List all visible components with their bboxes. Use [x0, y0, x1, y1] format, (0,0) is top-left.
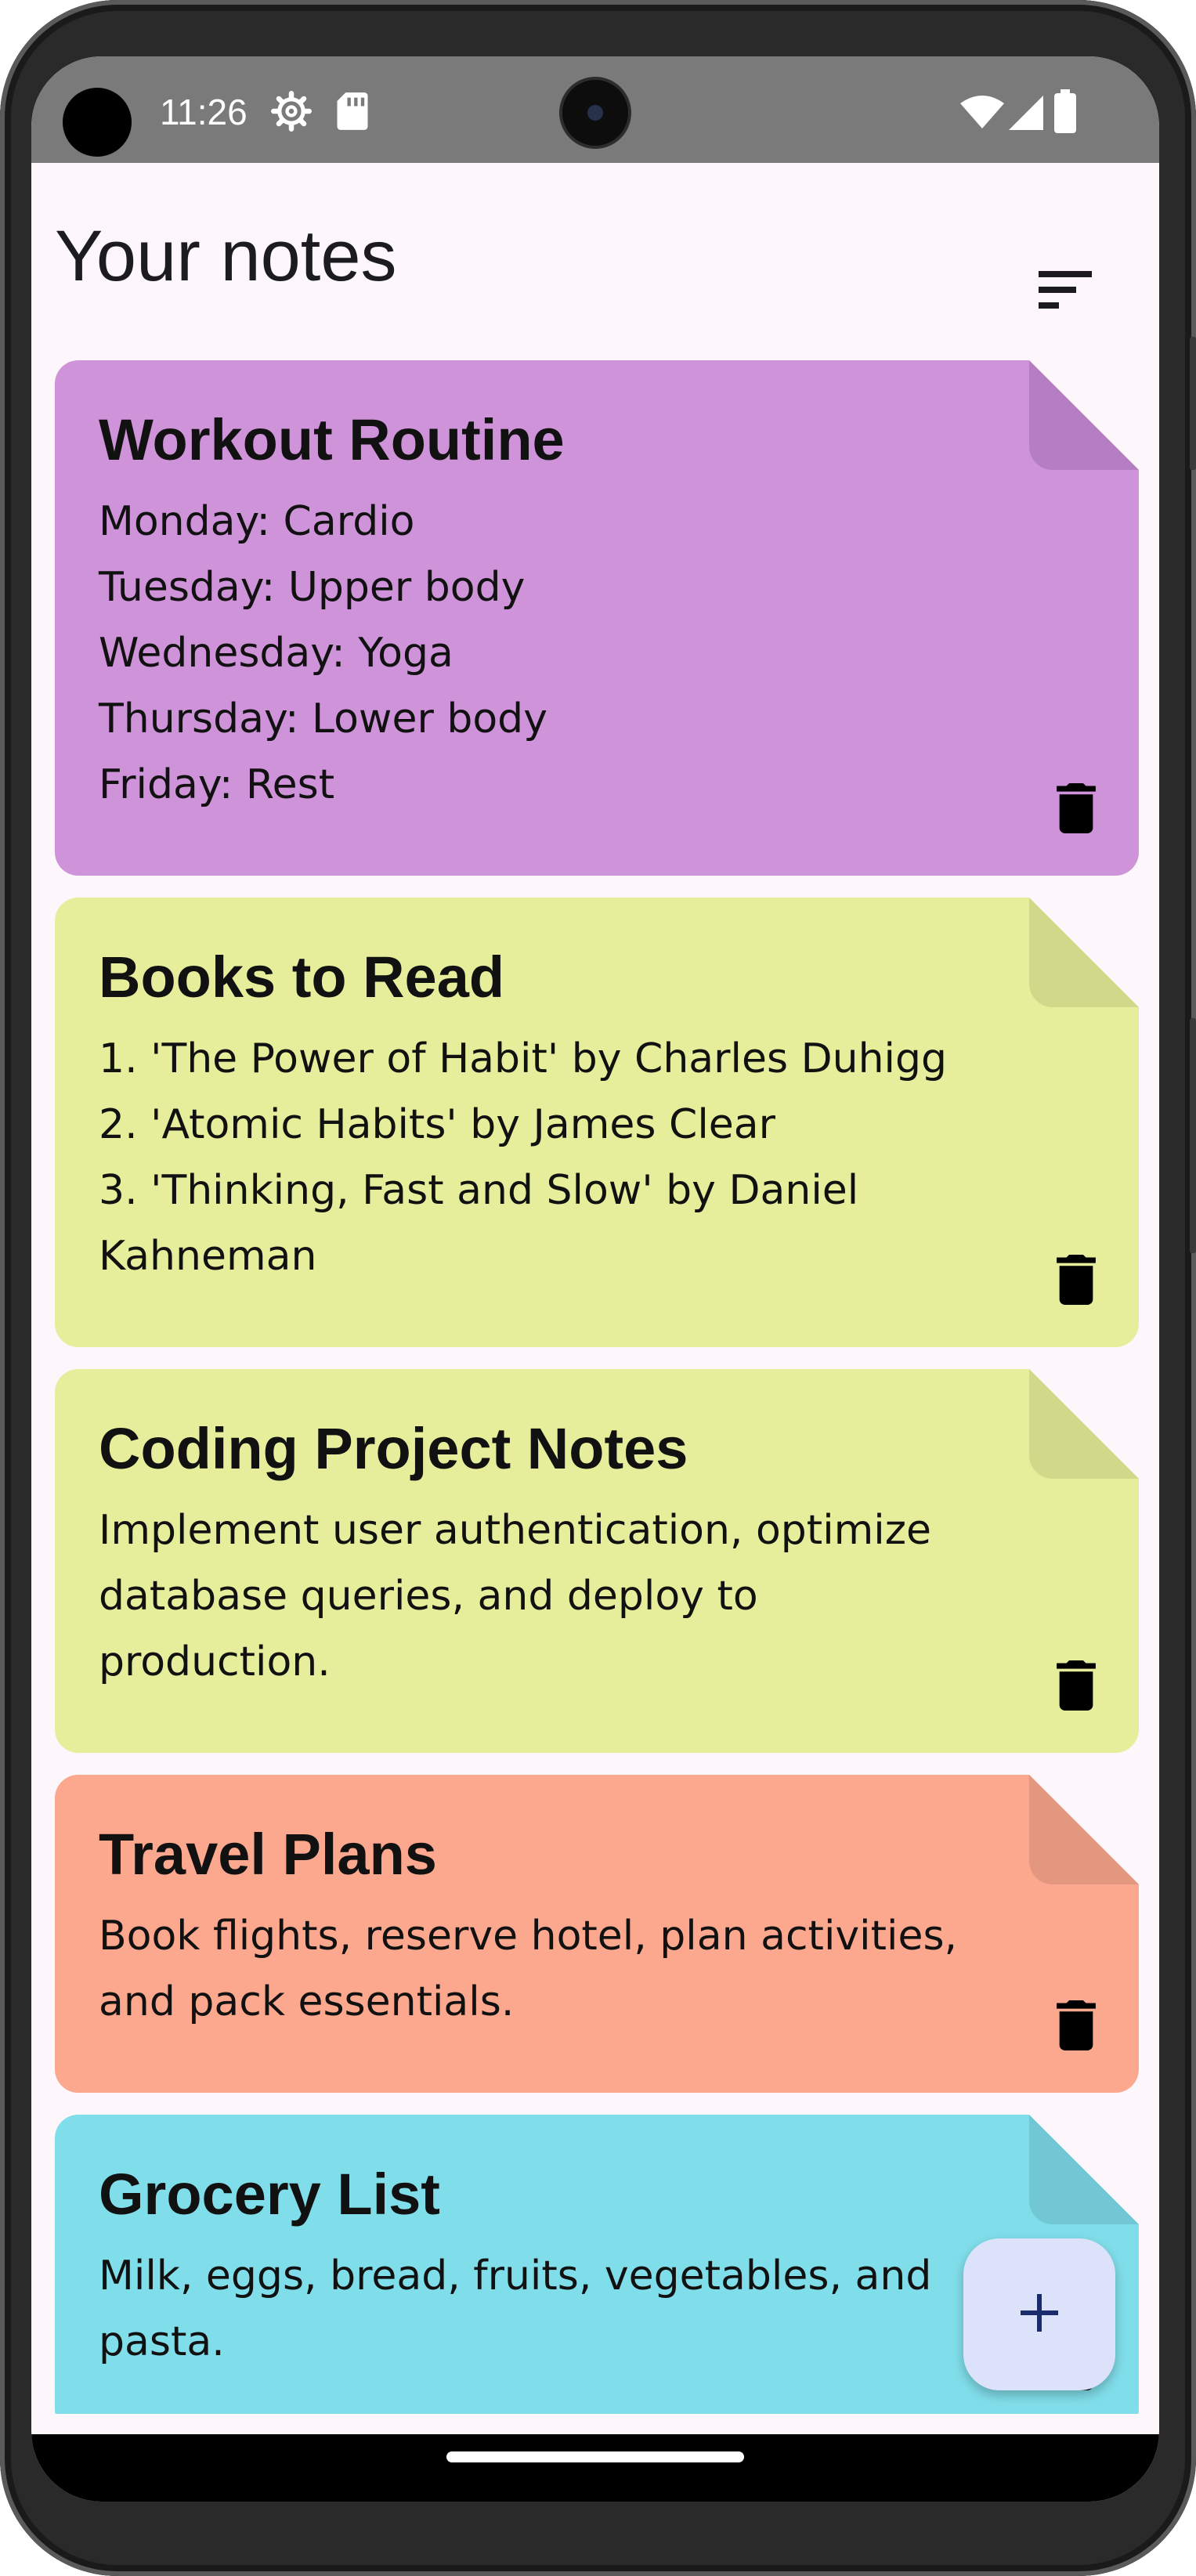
add-note-button[interactable]: [963, 2238, 1115, 2390]
wifi-icon: [960, 96, 1004, 133]
trash-icon: [1056, 2000, 1097, 2050]
delete-note-button[interactable]: [1045, 777, 1107, 840]
note-title: Travel Plans: [99, 1822, 437, 1887]
note-content: 1. 'The Power of Habit' by Charles Duhig…: [99, 1035, 948, 1280]
note-content: Milk, eggs, bread, fruits, vegetables, a…: [99, 2253, 932, 2365]
note-content: Implement user authentication, optimize …: [99, 1507, 932, 1685]
power-button: [1190, 337, 1196, 470]
status-bar: 11:26: [31, 56, 1159, 163]
trash-icon: [1056, 1255, 1097, 1305]
sort-button[interactable]: [1026, 252, 1104, 331]
note-fold: [1029, 1369, 1139, 1479]
notes-list: Workout Routine Monday: Cardio Tuesday: …: [55, 360, 1139, 2414]
status-time: 11:26: [160, 92, 248, 132]
note-card-books-to-read[interactable]: Books to Read 1. 'The Power of Habit' by…: [55, 898, 1139, 1347]
screen: 11:26: [31, 56, 1159, 2502]
note-card-coding-project-notes[interactable]: Coding Project Notes Implement user auth…: [55, 1369, 1139, 1753]
delete-note-button[interactable]: [1045, 1654, 1107, 1717]
sort-icon: [1039, 269, 1092, 313]
note-fold: [1029, 1775, 1139, 1884]
plus-icon: [1017, 2291, 1061, 2338]
note-title: Workout Routine: [99, 407, 565, 472]
note-fold: [1029, 898, 1139, 1007]
volume-button: [1190, 1018, 1196, 1253]
note-card-workout-routine[interactable]: Workout Routine Monday: Cardio Tuesday: …: [55, 360, 1139, 876]
note-title: Grocery List: [99, 2162, 440, 2227]
cellular-signal-icon: [1009, 96, 1043, 133]
note-fold: [1029, 360, 1139, 470]
note-fold: [1029, 2115, 1139, 2224]
delete-note-button[interactable]: [1045, 1248, 1107, 1311]
status-dot: [63, 88, 132, 157]
front-camera: [562, 80, 628, 146]
note-title: Books to Read: [99, 945, 505, 1010]
note-content: Monday: Cardio Tuesday: Upper body Wedne…: [99, 498, 547, 808]
note-content: Book flights, reserve hotel, plan activi…: [99, 1913, 958, 2025]
delete-note-button[interactable]: [1045, 1994, 1107, 2057]
trash-icon: [1056, 1660, 1097, 1711]
note-card-travel-plans[interactable]: Travel Plans Book flights, reserve hotel…: [55, 1775, 1139, 2093]
battery-icon: [1054, 89, 1076, 136]
sd-card-icon: [335, 91, 370, 135]
settings-gear-icon: [271, 91, 312, 135]
note-title: Coding Project Notes: [99, 1416, 688, 1481]
page-title: Your notes: [55, 216, 397, 296]
home-indicator[interactable]: [446, 2451, 744, 2462]
navigation-bar: [31, 2434, 1159, 2502]
trash-icon: [1056, 783, 1097, 833]
